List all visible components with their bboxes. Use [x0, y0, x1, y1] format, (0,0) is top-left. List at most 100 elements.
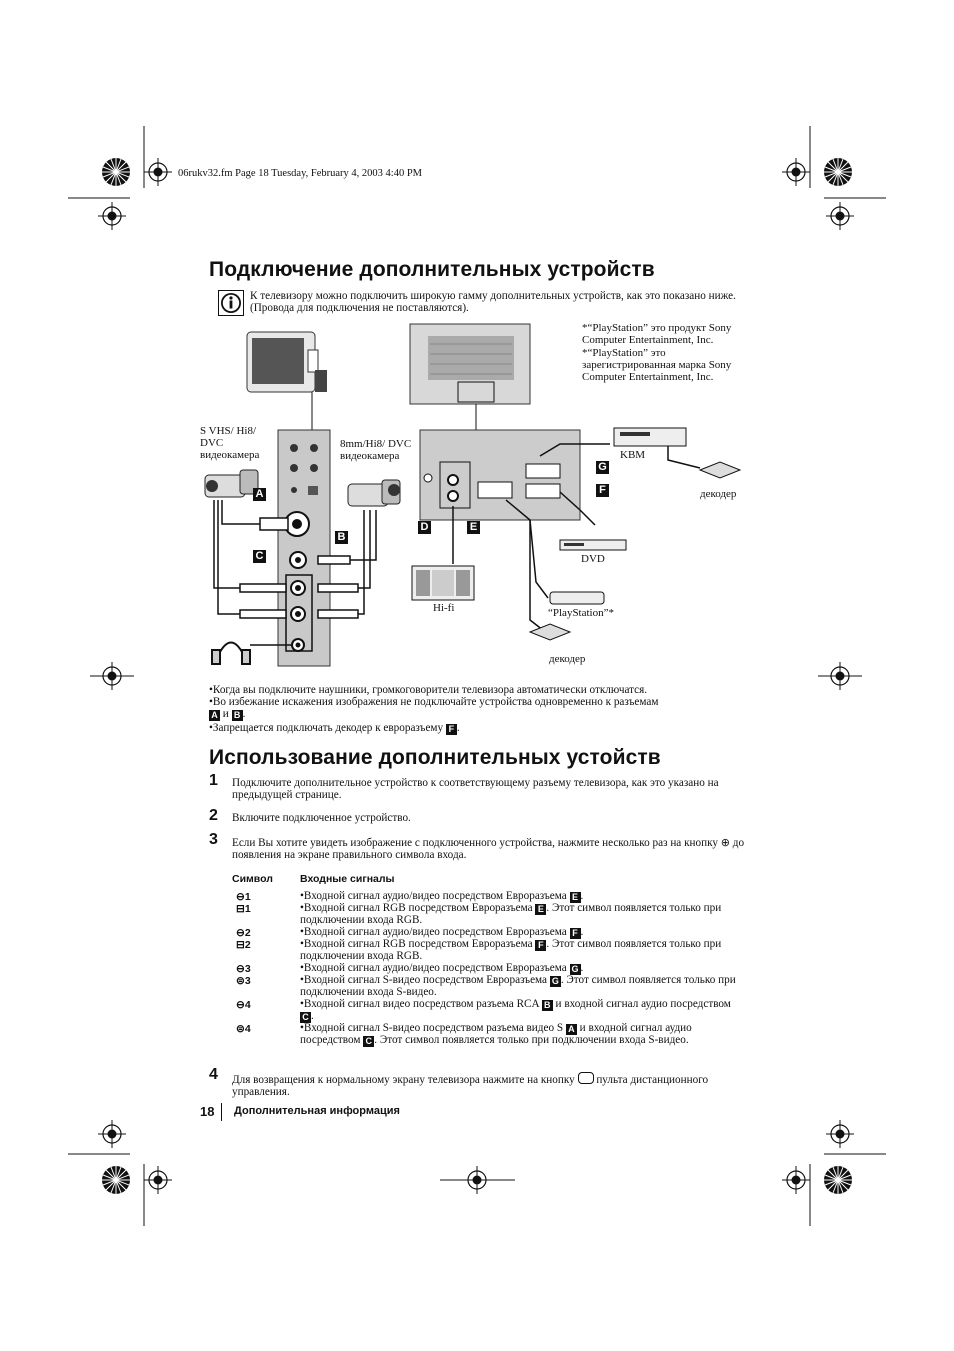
input-svideo-icon: ⊜	[236, 975, 245, 987]
label-playstation: “PlayStation”*	[548, 607, 614, 619]
connector-label-a: A	[253, 488, 266, 501]
connector-label-c: C	[253, 550, 266, 563]
playstation-icon	[549, 591, 605, 605]
signal-row-6: •Входной сигнал S-видео посредством Евро…	[300, 974, 740, 999]
box-g: G	[569, 964, 581, 975]
box-a: A	[209, 710, 220, 722]
decoder-icon-1	[698, 461, 742, 479]
signal-text-end: . Этот символ появляется только при подк…	[300, 902, 722, 926]
hifi-icon	[411, 565, 475, 601]
box-a: A	[565, 1024, 577, 1035]
note-headphones: •Когда вы подключите наушники, громкогов…	[209, 684, 648, 696]
decoder-icon-2	[528, 623, 572, 641]
connector-label-f: F	[596, 484, 609, 497]
input-symbol-num: 2	[244, 939, 251, 951]
signal-text-end: . Этот символ появляется только при подк…	[300, 974, 736, 998]
signal-text-mid: и входной сигнал аудио посредством	[300, 1022, 692, 1046]
input-symbol-2: ⊖2	[236, 927, 251, 939]
input-av-icon: ⊖	[236, 963, 245, 975]
file-header: 06rukv32.fm Page 18 Tuesday, February 4,…	[178, 168, 423, 179]
connector-label-e: E	[467, 521, 480, 534]
input-svideo-icon: ⊜	[236, 1023, 245, 1035]
note-dot: .	[242, 708, 246, 721]
note-decoder: •Запрещается подключать декодер к еврора…	[209, 722, 749, 735]
input-symbol-1: ⊖1	[236, 891, 251, 903]
box-f: F	[445, 724, 457, 735]
input-symbol-num: 4	[244, 1023, 251, 1035]
trademark-note-1: *“PlayStation” это продукт Sony Computer…	[582, 322, 732, 346]
note-distortion: •Во избежание искажения изображения не п…	[209, 696, 749, 722]
step-4-number: 4	[209, 1066, 218, 1083]
signal-text-end: . Этот символ появляется только при подк…	[300, 938, 722, 962]
step-1-text: Подключите дополнительное устройство к с…	[232, 777, 719, 802]
signal-row-4: •Входной сигнал RGB посредством Евроразъ…	[300, 938, 740, 963]
signal-text-end: . Этот символ появляется только при подк…	[374, 1034, 689, 1046]
signal-text: •Входной сигнал RGB посредством Евроразъ…	[300, 902, 533, 914]
signal-text-end: .	[580, 890, 584, 902]
page-number: 18	[200, 1104, 215, 1119]
label-decoder-2: декодер	[549, 653, 586, 665]
label-kvm: KBM	[620, 449, 646, 461]
footer-divider	[221, 1103, 222, 1121]
input-symbol-4: ⊖4	[236, 999, 251, 1011]
front-panel-icon	[277, 429, 331, 667]
connector-label-g: G	[596, 461, 609, 474]
signal-row-8: •Входной сигнал S-видео посредством разъ…	[300, 1022, 740, 1047]
signal-text: •Входной сигнал S-видео посредством разъ…	[300, 1022, 564, 1034]
signal-text: •Входной сигнал аудио/видео посредством …	[300, 890, 567, 902]
input-av-icon: ⊖	[236, 927, 245, 939]
info-text: К телевизору можно подключить широкую га…	[250, 290, 736, 315]
step-1-number: 1	[209, 772, 218, 789]
signal-row-5: •Входной сигнал аудио/видео посредством …	[300, 962, 740, 975]
input-symbol-num: 1	[244, 903, 251, 915]
signal-text: •Входной сигнал S-видео посредством Евро…	[300, 974, 548, 986]
trademark-note-2: *“PlayStation” это зарегистрированная ма…	[582, 347, 732, 383]
label-decoder-1: декодер	[700, 488, 737, 500]
tv-front-icon	[246, 331, 327, 430]
note-distortion-text: •Во избежание искажения изображения не п…	[209, 696, 659, 708]
input-symbol-1-rgb: ⊟1	[236, 903, 251, 915]
connection-diagram	[204, 323, 742, 667]
step-3-number: 3	[209, 831, 218, 848]
input-symbol-num: 1	[244, 891, 251, 903]
label-hifi: Hi-fi	[433, 602, 455, 614]
input-av-icon: ⊖	[236, 891, 245, 903]
input-rgb-icon: ⊟	[236, 939, 245, 951]
step-3-text-a: Если Вы хотите увидеть изображение с под…	[232, 837, 718, 849]
step-4-text-a: Для возвращения к нормальному экрану тел…	[232, 1074, 575, 1086]
step-3-text: Если Вы хотите увидеть изображение с под…	[232, 836, 752, 862]
box-b: B	[541, 1000, 553, 1011]
camcorder-left-icon	[204, 469, 259, 498]
input-symbol-num: 2	[244, 927, 251, 939]
signal-text-end: .	[311, 1010, 314, 1022]
connector-label-d: D	[418, 521, 431, 534]
step-2-number: 2	[209, 807, 218, 824]
signal-text: •Входной сигнал видео посредством разъем…	[300, 998, 539, 1010]
signal-text: •Входной сигнал аудио/видео посредством …	[300, 962, 567, 974]
signal-row-1: •Входной сигнал аудио/видео посредством …	[300, 890, 740, 903]
signal-row-2: •Входной сигнал RGB посредством Евроразъ…	[300, 902, 740, 927]
signal-text: •Входной сигнал RGB посредством Евроразъ…	[300, 938, 533, 950]
step-4-text: Для возвращения к нормальному экрану тел…	[232, 1072, 752, 1099]
section-title-connect: Подключение дополнительных устройств	[209, 258, 655, 281]
vcr-icon	[613, 427, 687, 447]
label-8mm-camcorder: 8mm/Hi8/ DVC видеокамера	[340, 438, 412, 462]
box-f: F	[535, 940, 547, 951]
input-symbol-2-rgb: ⊟2	[236, 939, 251, 951]
connector-label-b: B	[335, 531, 348, 544]
step-4-text-b: пульта дистанционного управления.	[232, 1074, 709, 1099]
box-g: G	[549, 976, 561, 987]
tv-button-icon	[577, 1072, 594, 1084]
signal-row-3: •Входной сигнал аудио/видео посредством …	[300, 926, 740, 939]
section-title-use: Использование дополнительных устойств	[209, 746, 661, 769]
input-symbol-3: ⊖3	[236, 963, 251, 975]
table-header-symbol: Символ	[232, 873, 273, 885]
rear-panel-icon	[419, 429, 581, 521]
info-icon	[218, 290, 244, 316]
label-svhs-camcorder: S VHS/ Hi8/ DVC видеокамера	[200, 425, 260, 461]
signal-text: •Входной сигнал аудио/видео посредством …	[300, 926, 567, 938]
footer-section: Дополнительная информация	[234, 1105, 400, 1117]
note-and: и	[222, 708, 229, 721]
table-header-signals: Входные сигналы	[300, 873, 395, 885]
